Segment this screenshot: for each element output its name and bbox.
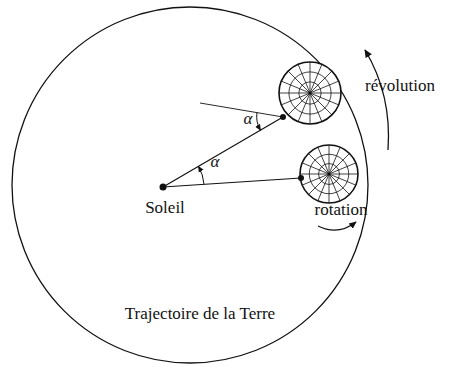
meridian-dot bbox=[280, 114, 286, 120]
radius-line bbox=[163, 117, 283, 187]
earth-orbit bbox=[12, 7, 368, 363]
earth-globe bbox=[279, 62, 341, 124]
earth-globe bbox=[300, 145, 358, 203]
meridian-dot bbox=[298, 175, 304, 181]
rotation-arrow bbox=[318, 222, 356, 230]
angle-label: α bbox=[244, 110, 253, 129]
rotation-label: rotation bbox=[315, 201, 368, 220]
sun-label: Soleil bbox=[145, 199, 185, 218]
revolution-label: révolution bbox=[365, 77, 435, 96]
angle-label: α bbox=[211, 153, 220, 172]
reference-line bbox=[200, 103, 283, 117]
angle-arc bbox=[198, 166, 204, 184]
angle-arc bbox=[257, 113, 261, 131]
revolution-arrow bbox=[365, 50, 389, 150]
orbit-label: Trajectoire de la Terre bbox=[125, 305, 275, 324]
radius-line bbox=[163, 178, 301, 187]
